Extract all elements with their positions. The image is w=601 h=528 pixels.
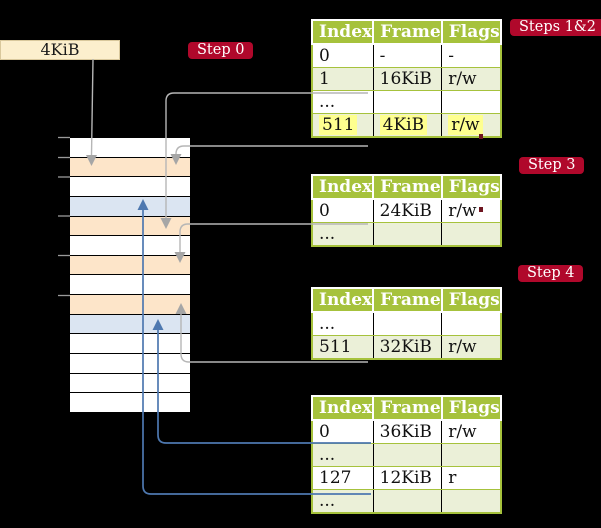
table-cell: 36KiB <box>372 419 443 444</box>
pt-l4-entry511-arrow <box>170 145 368 165</box>
table-row-...: ... <box>310 489 502 514</box>
badge-steps-1-2: Steps 1&2 <box>510 19 601 36</box>
table-row-...: ... <box>310 443 502 467</box>
column-header-frame: Frame <box>372 395 443 421</box>
table-row-0: 0-- <box>310 43 502 68</box>
memory-row-8 <box>70 274 190 295</box>
table-cell: 16KiB <box>372 67 443 91</box>
table-cell: r/w <box>441 419 502 444</box>
memory-row-9 <box>70 294 190 314</box>
memory-row-13 <box>70 372 190 393</box>
memory-ticks <box>58 136 70 297</box>
table-cell: ... <box>310 489 374 514</box>
memory-row-4 <box>70 195 190 216</box>
memory-row-2 <box>70 156 190 177</box>
table-row-...: ... <box>310 90 502 114</box>
badge-step-4: Step 4 <box>518 265 584 282</box>
table-cell: ... <box>310 311 374 336</box>
table-cell <box>372 90 443 114</box>
table-cell <box>441 311 502 336</box>
column-header-flags: Flags <box>440 19 502 45</box>
memory-row-3 <box>70 176 190 196</box>
memory-row-10 <box>70 313 190 334</box>
column-header-flags: Flags <box>440 287 502 313</box>
table-cell: r/w <box>441 198 502 223</box>
highlighted-value: r/w <box>448 115 483 135</box>
table-cell: ... <box>310 90 374 114</box>
table-cell <box>372 489 443 514</box>
table-row-...: ... <box>310 222 502 247</box>
badge-step-0: Step 0 <box>188 42 254 59</box>
table-cell: 127 <box>310 466 374 490</box>
memory-row-5 <box>70 215 190 236</box>
column-header-frame: Frame <box>372 19 443 45</box>
column-header-index: Index <box>310 395 375 421</box>
table-cell: 12KiB <box>372 466 443 490</box>
memory-row-12 <box>70 353 190 373</box>
column-header-flags: Flags <box>440 174 502 200</box>
table-row-...: ... <box>310 311 502 336</box>
table-cell: 511 <box>310 335 374 360</box>
column-header-index: Index <box>310 19 375 45</box>
table-cell: 32KiB <box>372 335 443 360</box>
table-cell: - <box>441 43 502 68</box>
table-cell: 0 <box>310 198 374 223</box>
memory-row-7 <box>70 254 190 275</box>
table-cell <box>441 90 502 114</box>
table-cell: r/w <box>441 335 502 360</box>
memory-row-6 <box>70 235 190 255</box>
table-row-511: 511 4KiB r/w <box>310 113 502 138</box>
badge-step-3: Step 3 <box>519 157 585 174</box>
column-header-index: Index <box>310 174 375 200</box>
column-header-frame: Frame <box>372 287 443 313</box>
column-header-index: Index <box>310 287 375 313</box>
table-cell: 0 <box>310 419 374 444</box>
table-cell <box>441 489 502 514</box>
table-cell: 4KiB <box>372 113 443 138</box>
physical-memory-column <box>70 138 190 412</box>
frame-4kib-box: 4KiB <box>0 40 120 60</box>
table-cell: ... <box>310 443 374 467</box>
table-cell: 1 <box>310 67 374 91</box>
table-cell: - <box>372 43 443 68</box>
highlighted-value: 511 <box>319 115 358 135</box>
table-cell: 511 <box>310 113 374 138</box>
table-cell <box>441 222 502 247</box>
memory-row-14 <box>70 392 190 412</box>
memory-row-1 <box>70 138 190 157</box>
table-cell: 24KiB <box>372 198 443 223</box>
table-cell <box>372 443 443 467</box>
table-cell <box>441 443 502 467</box>
column-header-frame: Frame <box>372 174 443 200</box>
highlighted-value: 4KiB <box>379 115 428 135</box>
column-header-flags: Flags <box>440 395 502 421</box>
memory-row-11 <box>70 333 190 354</box>
table-cell: r/w <box>441 67 502 91</box>
table-cell <box>372 311 443 336</box>
table-cell <box>372 222 443 247</box>
table-cell: r/w <box>441 113 502 138</box>
table-cell: r <box>441 466 502 490</box>
table-cell: ... <box>310 222 374 247</box>
table-cell: 0 <box>310 43 374 68</box>
